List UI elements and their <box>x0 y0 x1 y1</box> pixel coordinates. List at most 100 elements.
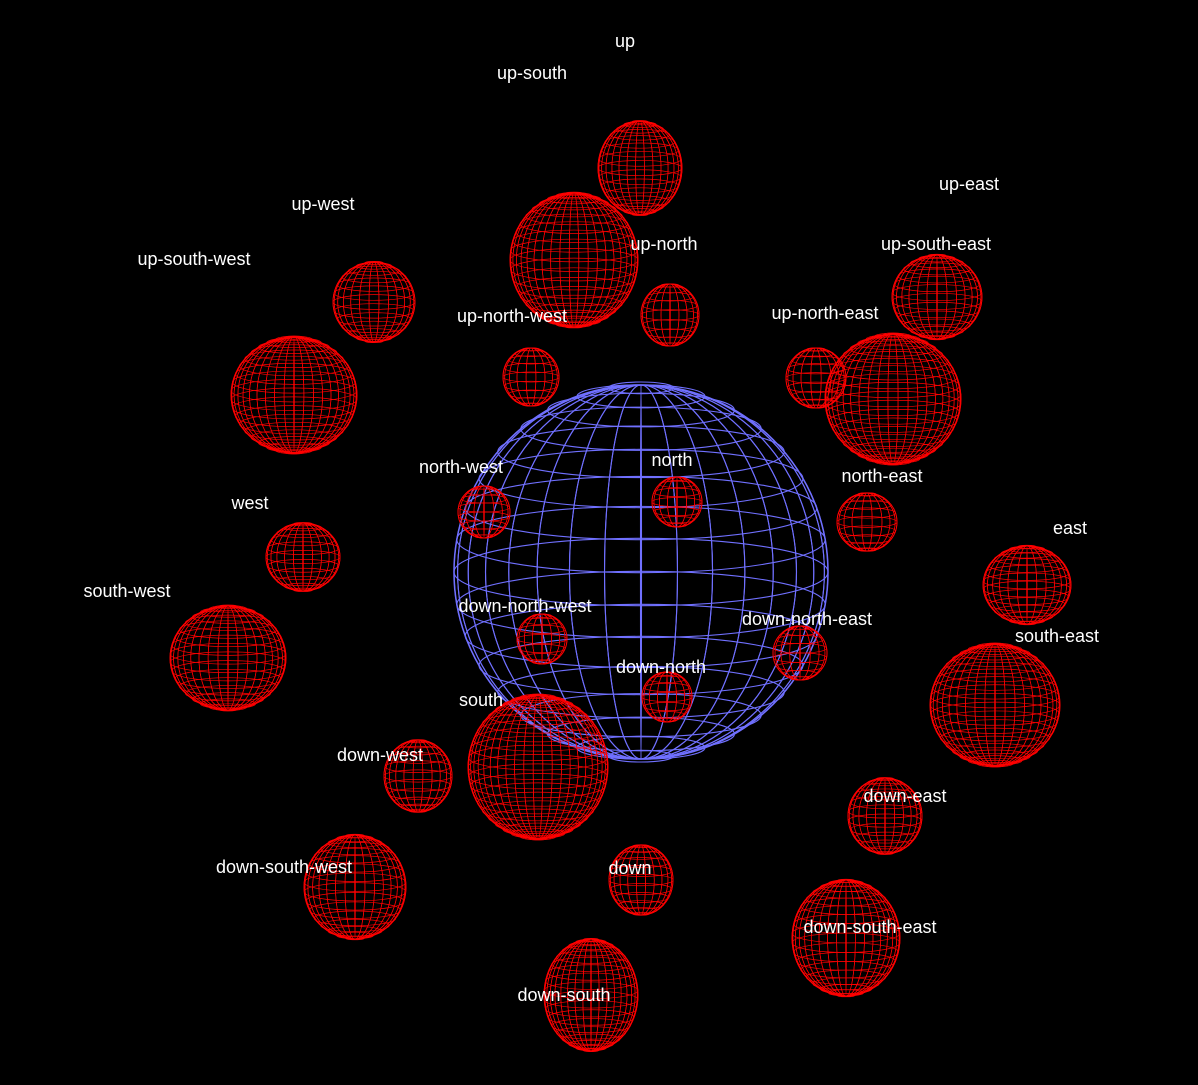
marker-east-sphere-longitude-line <box>1007 545 1047 625</box>
marker-up-sphere-latitude-line <box>597 160 683 176</box>
marker-down-south-west-sphere-longitude-line <box>354 834 356 940</box>
marker-down-south-sphere-latitude-line <box>543 981 639 1000</box>
marker-down-south-sphere-latitude-line <box>545 1000 637 1018</box>
marker-down-south-east-sphere-longitude-line <box>798 879 894 997</box>
marker-up-south-east-sphere-longitude-line <box>877 333 909 465</box>
marker-down-south-east-sphere-longitude-line <box>804 879 888 997</box>
marker-down-south-east-sphere-longitude-line <box>836 879 856 997</box>
marker-up-south-east-sphere-latitude-line <box>849 340 937 357</box>
marker-down-north-sphere[interactable] <box>641 671 693 723</box>
marker-up-north-west-sphere-longitude-line <box>504 347 558 407</box>
marker-south-sphere-longitude-line <box>483 694 593 840</box>
marker-down-east-sphere-longitude-line <box>884 777 886 855</box>
marker-up-south-east-sphere-longitude-line <box>825 333 961 465</box>
marker-up-south-west-sphere-longitude-line <box>237 336 351 454</box>
marker-down-north-west-sphere-longitude-line <box>532 613 552 665</box>
marker-south-sphere[interactable] <box>467 693 609 841</box>
marker-up-south-east-sphere-latitude-line <box>837 426 949 447</box>
marker-down-north-west-sphere-longitude-line <box>518 613 566 665</box>
marker-north-sphere-longitude-line <box>667 476 687 528</box>
marker-north-east-sphere-longitude-line <box>838 492 896 552</box>
marker-down-north-west-sphere[interactable] <box>516 613 568 665</box>
marker-down-south-east-sphere[interactable] <box>791 878 901 998</box>
marker-up-south-west-sphere-longitude-line <box>249 336 339 454</box>
marker-up-sphere-longitude-line <box>605 120 675 216</box>
marker-east-sphere[interactable] <box>982 544 1072 626</box>
marker-up-east-sphere-latitude-line <box>891 292 983 310</box>
marker-down-south-east-sphere-longitude-line <box>792 879 900 997</box>
marker-up-north-east-sphere[interactable] <box>785 347 847 409</box>
marker-up-south-sphere[interactable] <box>509 191 639 329</box>
marker-north-sphere-longitude-line <box>658 476 696 528</box>
marker-down-north-east-sphere[interactable] <box>772 625 828 681</box>
marker-up-sphere-latitude-line <box>604 135 676 149</box>
marker-down-north-west-sphere-longitude-line <box>541 613 543 665</box>
marker-down-north-sphere-longitude-line <box>657 671 677 723</box>
marker-up-north-west-sphere-latitude-line <box>504 362 558 374</box>
marker-up-south-sphere-longitude-line <box>550 192 598 328</box>
marker-up-sphere-longitude-line <box>618 120 662 216</box>
marker-down-west-sphere[interactable] <box>383 739 453 813</box>
marker-south-east-sphere[interactable] <box>929 642 1061 768</box>
marker-up-south-west-sphere-longitude-line <box>237 336 351 454</box>
marker-up-north-west-sphere-latitude-line <box>502 371 560 383</box>
marker-west-sphere-longitude-line <box>293 522 313 592</box>
marker-down-south-sphere-latitude-line <box>547 964 635 981</box>
marker-south-west-sphere[interactable] <box>169 604 287 712</box>
marker-up-south-west-sphere-longitude-line <box>265 336 323 454</box>
marker-up-south-west-sphere-longitude-line <box>242 336 346 454</box>
marker-north-east-sphere[interactable] <box>836 492 898 552</box>
marker-down-south-east-sphere-longitude-line <box>810 879 882 997</box>
marker-west-sphere[interactable] <box>265 522 341 592</box>
marker-down-west-sphere-longitude-line <box>385 739 451 813</box>
marker-down-east-sphere-longitude-line <box>866 777 904 855</box>
marker-north-west-sphere-longitude-line <box>459 485 509 539</box>
marker-up-sphere-latitude-line <box>598 151 682 167</box>
marker-up-north-sphere[interactable] <box>640 283 700 347</box>
marker-up-south-sphere-longitude-line <box>510 192 638 328</box>
marker-up-sphere-longitude-line <box>605 120 675 216</box>
marker-down-sphere[interactable] <box>608 844 674 916</box>
marker-up-west-sphere-latitude-line <box>333 285 415 301</box>
marker-up-south-east-sphere-longitude-line <box>836 333 950 465</box>
marker-up-north-west-sphere[interactable] <box>502 347 560 407</box>
marker-up-east-sphere[interactable] <box>891 253 983 341</box>
marker-up-south-west-sphere-longitude-line <box>293 336 295 454</box>
marker-down-east-sphere[interactable] <box>847 777 923 855</box>
marker-up-south-east-sphere-longitude-line <box>850 333 936 465</box>
marker-up-south-east-sphere-longitude-line <box>831 333 955 465</box>
marker-down-east-sphere-longitude-line <box>852 777 918 855</box>
marker-up-west-sphere-latitude-line <box>333 303 415 319</box>
marker-down-south-sphere-longitude-line <box>544 938 638 1052</box>
marker-up-sphere-latitude-line <box>616 202 664 212</box>
marker-down-west-sphere-longitude-line <box>395 739 441 813</box>
marker-up-south-east-sphere[interactable] <box>824 332 962 466</box>
marker-up-south-east-sphere-longitude-line <box>831 333 955 465</box>
marker-down-south-west-sphere[interactable] <box>303 833 407 941</box>
marker-up-west-sphere-longitude-line <box>368 261 380 343</box>
marker-west-sphere-longitude-line <box>270 522 336 592</box>
marker-up-south-east-sphere-longitude-line <box>867 333 919 465</box>
marker-down-south-east-sphere-longitude-line <box>810 879 882 997</box>
marker-down-sphere-latitude-line <box>608 873 674 887</box>
marker-east-sphere-longitude-line <box>992 545 1062 625</box>
marker-up-south-sphere-longitude-line <box>559 192 589 328</box>
marker-up-sphere[interactable] <box>597 120 683 216</box>
marker-down-south-west-sphere-longitude-line <box>335 834 375 940</box>
marker-up-south-west-sphere-longitude-line <box>265 336 323 454</box>
marker-east-sphere-longitude-line <box>1026 545 1028 625</box>
marker-up-south-east-sphere-longitude-line <box>827 333 959 465</box>
marker-up-south-west-sphere[interactable] <box>230 335 358 455</box>
marker-down-west-sphere-longitude-line <box>403 739 433 813</box>
marker-up-east-sphere-longitude-line <box>892 254 982 340</box>
marker-south-west-sphere-longitude-line <box>170 605 286 711</box>
marker-up-north-sphere-latitude-line <box>652 286 688 294</box>
marker-down-south-east-sphere-latitude-line <box>812 977 880 991</box>
marker-down-south-sphere[interactable] <box>543 938 639 1052</box>
marker-north-west-sphere[interactable] <box>457 485 511 539</box>
marker-north-sphere[interactable] <box>651 476 703 528</box>
marker-down-north-sphere-longitude-line <box>643 671 691 723</box>
marker-down-east-sphere-longitude-line <box>875 777 895 855</box>
marker-up-west-sphere[interactable] <box>332 261 416 343</box>
